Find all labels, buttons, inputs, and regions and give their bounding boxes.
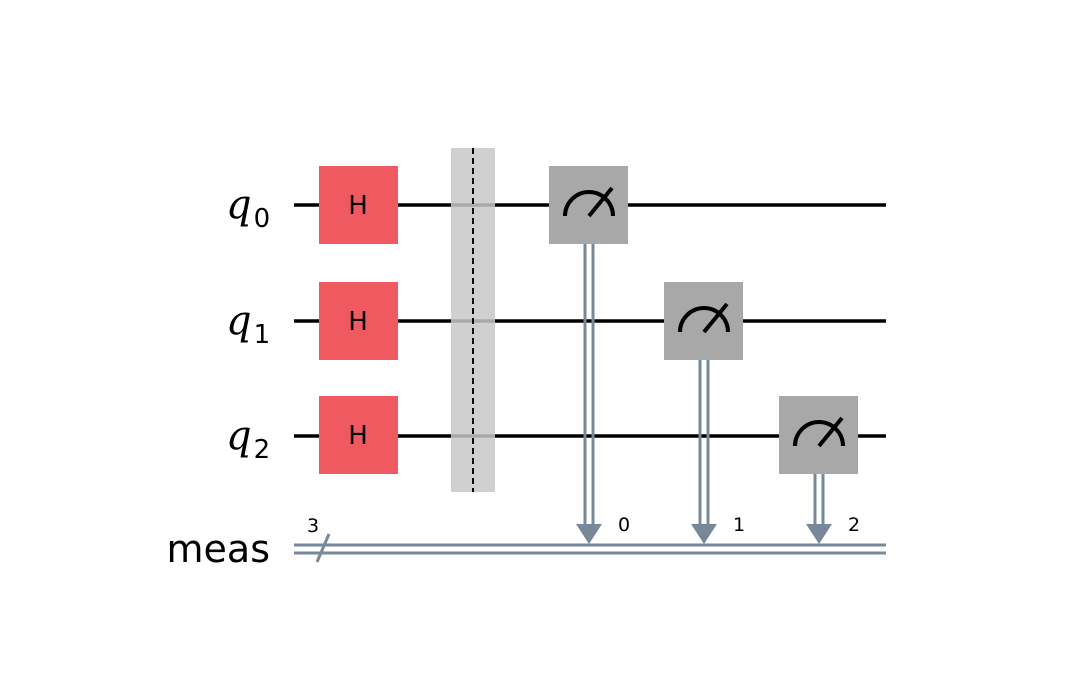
- clbit-index-2: 2: [848, 514, 860, 536]
- bus-slash-icon: [315, 533, 331, 563]
- classical-register-label: meas: [167, 527, 270, 571]
- meter-icon: [563, 186, 615, 218]
- clbit-index-0: 0: [618, 514, 630, 536]
- h-gate-q1: H: [319, 282, 398, 360]
- h-gate-label: H: [348, 307, 368, 337]
- measure-gate-q2: [779, 396, 858, 474]
- classical-wire-meas: [294, 543, 886, 555]
- barrier: [451, 148, 495, 492]
- measure-connector-2: [806, 474, 832, 544]
- qubit-label-q2: q2: [226, 413, 270, 465]
- meter-icon: [793, 416, 845, 448]
- measure-gate-q1: [664, 282, 743, 360]
- qubit-label-q1: q1: [226, 298, 270, 350]
- h-gate-q2: H: [319, 396, 398, 474]
- h-gate-label: H: [348, 191, 368, 221]
- measure-gate-q0: [549, 166, 628, 244]
- measure-connector-1: [691, 360, 717, 544]
- clbit-index-1: 1: [733, 514, 745, 536]
- qubit-label-q0: q0: [226, 182, 270, 234]
- h-gate-q0: H: [319, 166, 398, 244]
- classical-register-size: 3: [307, 515, 319, 537]
- meter-icon: [678, 302, 730, 334]
- h-gate-label: H: [348, 421, 368, 451]
- measure-connector-0: [576, 244, 602, 544]
